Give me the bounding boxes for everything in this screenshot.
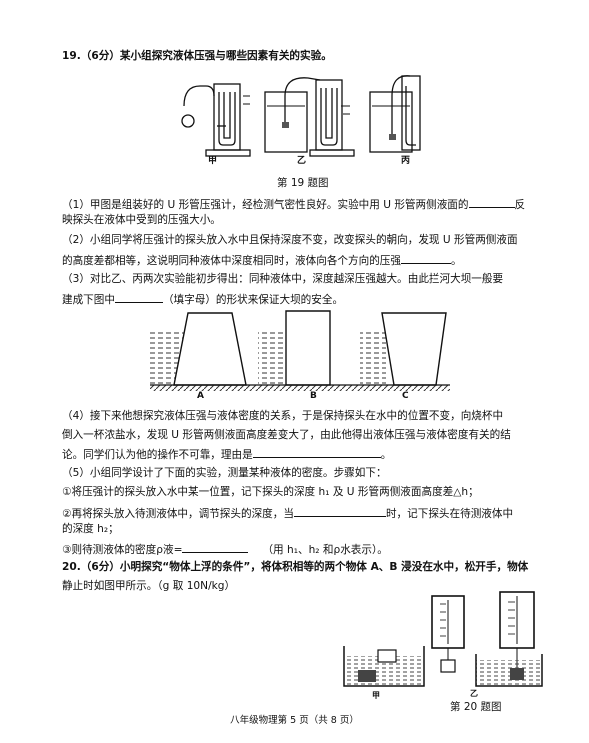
fig19-label-jia: 甲 [208,156,218,166]
q19-p5-step1: ①将压强计的探头放入水中某一位置，记下探头的深度 h₁ 及 U 形管两侧液面高度… [62,486,479,498]
q19-p5-intro: （5）小组同学设计了下面的实验，测量某种液体的密度。步骤如下： [62,467,387,479]
q19-p5-step2-cont: 的深度 h₂； [62,523,119,535]
q19-p5-step3-blank[interactable] [182,541,249,553]
q19-p4-line1: （4）接下来他想探究液体压强与液体密度的关系，于是保持探头在水中的位置不变，向烧… [62,410,504,422]
q19-p2-answer-blank[interactable] [401,252,451,264]
q20-line1: 20.（6分）小明探究“物体上浮的条件”，将体积相等的两个物体 A、B 浸没在水… [62,561,529,573]
q19-p4-answer-blank[interactable] [252,446,381,458]
q19-p4-text: 论。同学们认为他的操作不可靠，理由是 [62,449,253,461]
q19-p1-line1: （1）甲图是组装好的 U 形管压强计，经检测气密性良好。实验中用 U 形管两侧液… [62,196,525,212]
fig19-label-bing: 丙 [401,156,411,166]
fig20-label-jia: 甲 [372,691,380,700]
dam-label-a: A [197,391,204,401]
q19-p1-line2: 映探头在液体中受到的压强大小。 [62,214,221,226]
q19-p1-answer-blank[interactable] [468,196,515,208]
fig19-caption: 第 19 题图 [277,177,329,189]
q19-p2-line2: 的高度差都相等，这说明同种液体中深度相同时，液体向各个方向的压强 。 [62,252,462,268]
q19-p4-end: 。 [380,449,392,461]
page-footer: 八年级物理第 5 页（共 8 页） [230,715,359,726]
q19-p2-line1: （2）小组同学将压强计的探头放入水中且保持深度不变，改变探头的朝向，发现 U 形… [62,234,518,246]
q19-p5-step3-text2: （用 h₁、h₂ 和ρ水表示）。 [262,544,388,556]
fig20-caption: 第 20 题图 [450,701,502,713]
q19-p5-step3-text: ③则待测液体的密度ρ液= [62,544,183,556]
dam-figure [150,310,450,391]
q19-p4-line2: 倒入一杯浓盐水，发现 U 形管两侧液面高度差变大了，由此他得出液体压强与液体密度… [62,429,511,441]
q19-p5-step2: ②再将探头放入待测液体中，调节探头的深度，当 时，记下探头在待测液体中 [62,505,513,521]
q19-p1-text: （1）甲图是组装好的 U 形管压强计，经检测气密性良好。实验中用 U 形管两侧液… [62,199,469,211]
q19-p5-step3: ③则待测液体的密度ρ液= （用 h₁、h₂ 和ρ水表示）。 [62,541,388,557]
q19-p4-line3: 论。同学们认为他的操作不可靠，理由是 。 [62,446,391,462]
q19-figure [181,75,421,157]
q19-p1-text2: 反 [514,199,526,211]
q19-p5-step2-text: ②再将探头放入待测液体中，调节探头的深度，当 [62,508,294,520]
fig20-label-yi: 乙 [470,689,478,698]
q19-p3-text: 建成下图中 [62,294,115,306]
q19-p3-line2: 建成下图中 （填字母）的形状来保证大坝的安全。 [62,291,343,307]
q19-p5-step2-blank[interactable] [293,505,386,517]
dam-label-c: C [402,391,409,401]
fig19-label-yi: 乙 [297,156,307,166]
q19-p3-answer-blank[interactable] [114,291,163,303]
q19-p3-line1: （3）对比乙、丙两次实验能初步得出：同种液体中，深度越深压强越大。由此拦河大坝一… [62,273,504,285]
dam-label-b: B [310,391,317,401]
q19-title: 19.（6分）某小组探究液体压强与哪些因素有关的实验。 [62,50,332,62]
q19-p2-end: 。 [451,255,462,267]
q19-p3-text2: （填字母）的形状来保证大坝的安全。 [162,294,344,306]
q20-figure [343,591,543,687]
q19-p5-step2-text2: 时，记下探头在待测液体中 [385,508,514,520]
q19-p2-text: 的高度差都相等，这说明同种液体中深度相同时，液体向各个方向的压强 [62,255,401,267]
q20-line2: 静止时如图甲所示。（g 取 10N/kg） [62,580,236,592]
